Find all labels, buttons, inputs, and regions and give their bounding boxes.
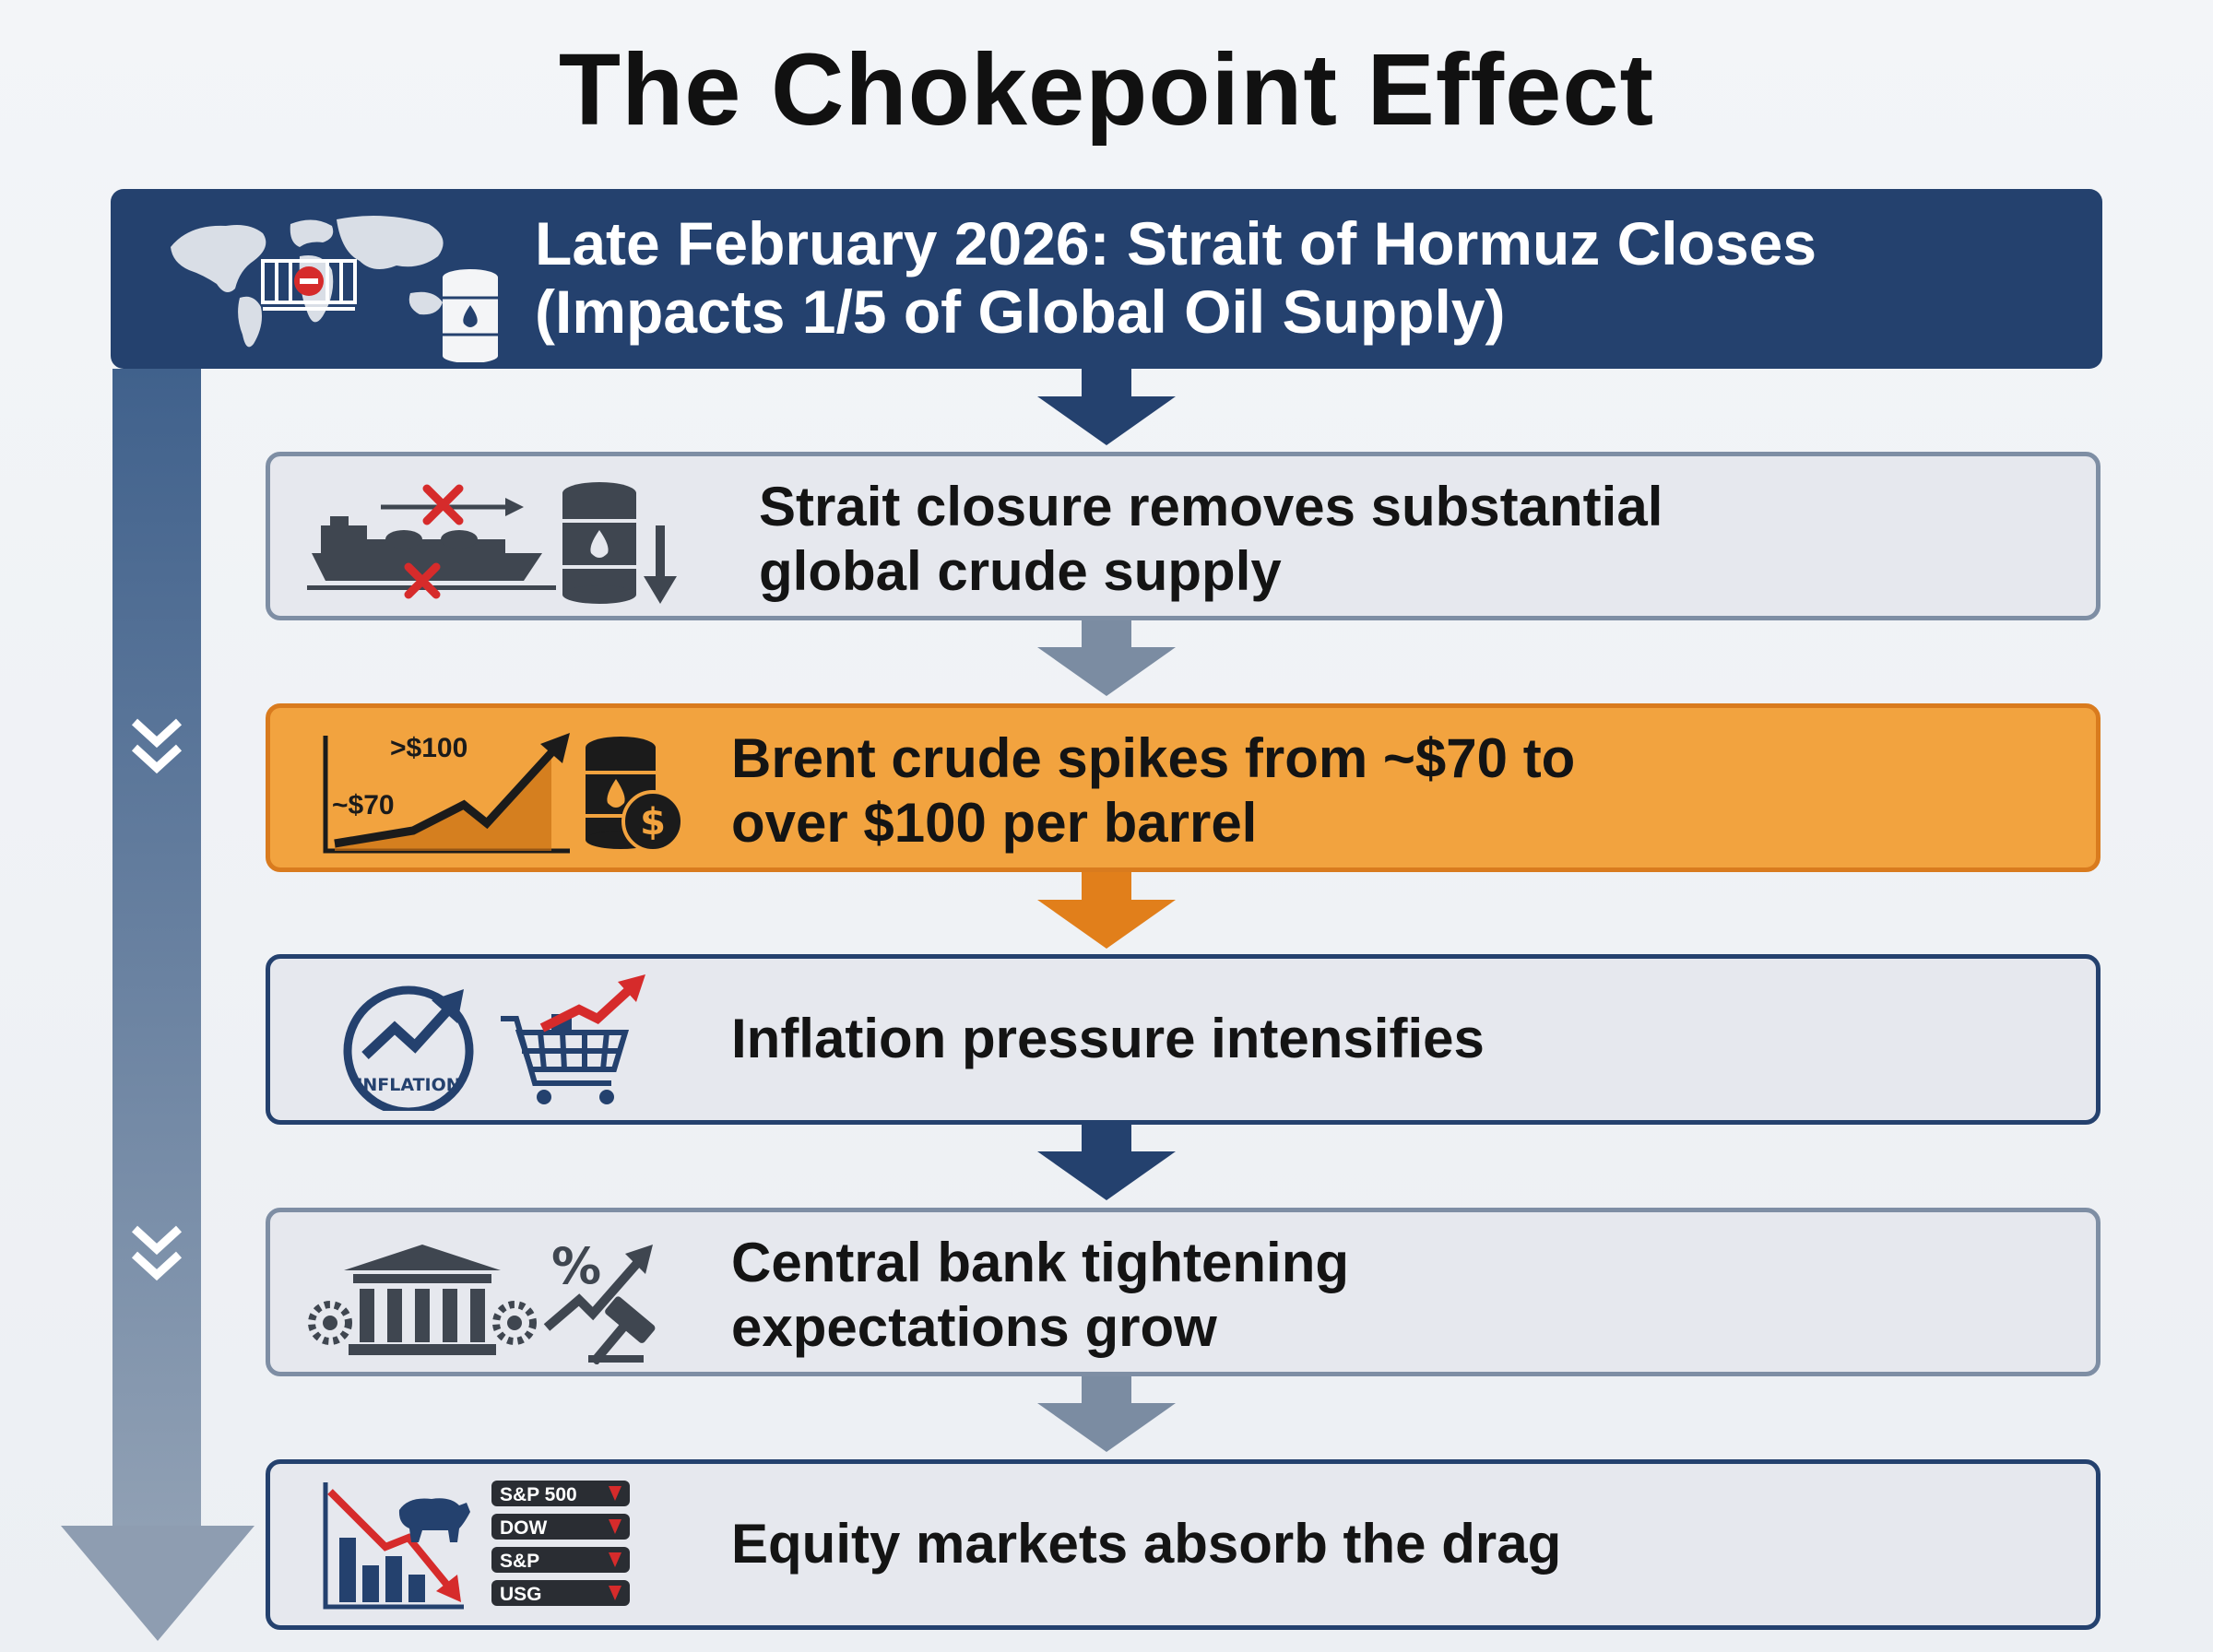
step-5-text: Equity markets absorb the drag — [731, 1512, 2022, 1576]
ticker-sp: S&P — [500, 1551, 539, 1572]
step-3-line-1: Inflation pressure intensifies — [731, 1008, 1485, 1069]
header-line-1: Late February 2026: Strait of Hormuz Clo… — [535, 209, 1817, 277]
step-2-line-1: Brent crude spikes from ~$70 to — [731, 727, 1576, 789]
step-4-text: Central bank tightening expectations gro… — [731, 1231, 2022, 1360]
step-2-text: Brent crude spikes from ~$70 to over $10… — [731, 726, 2022, 856]
world-map-blocked-oil-icon — [171, 216, 498, 362]
timeline-side-bar — [112, 369, 201, 1530]
step-supply-removed: Strait closure removes substantial globa… — [266, 452, 2101, 620]
tanker-blocked-oil-barrel-down-icon — [307, 482, 677, 604]
inflation-badge: INFLATION — [356, 1075, 460, 1095]
arrow-down-icon — [1037, 1122, 1176, 1200]
step-1-line-1: Strait closure removes substantial — [759, 476, 1663, 537]
step-3-text: Inflation pressure intensifies — [731, 1007, 2022, 1071]
chart-label-low: ~$70 — [332, 790, 395, 820]
arrow-down-icon — [1037, 367, 1176, 445]
step-4-line-1: Central bank tightening — [731, 1232, 1350, 1293]
chart-label-high: >$100 — [390, 733, 467, 763]
arrow-down-icon — [1037, 1374, 1176, 1452]
step-central-bank: % Central bank tightening expectations g… — [266, 1208, 2101, 1376]
svg-text:$: $ — [640, 801, 666, 844]
step-equity-markets: S&P 500 DOW S&P USG Equity markets absor… — [266, 1459, 2101, 1630]
arrow-down-icon — [1037, 870, 1176, 949]
timeline-arrow-down-icon — [61, 1526, 254, 1641]
ticker-sp500: S&P 500 — [500, 1484, 577, 1505]
step-inflation: INFLATION Inflation pressure intensifies — [266, 954, 2101, 1125]
page-title: The Chokepoint Effect — [558, 33, 1655, 147]
step-4-line-2: expectations grow — [731, 1296, 1217, 1358]
header-event-box: Late February 2026: Strait of Hormuz Clo… — [111, 189, 2102, 369]
ticker-dow: DOW — [500, 1517, 548, 1539]
double-chevron-down-icon — [131, 718, 183, 774]
price-chart-oil-dollar-icon: >$100 ~$70 $ — [323, 733, 684, 854]
bear-market-tickers-icon: S&P 500 DOW S&P USG — [323, 1481, 630, 1610]
header-text: Late February 2026: Strait of Hormuz Clo… — [535, 209, 2056, 346]
header-line-2: (Impacts 1/5 of Global Oil Supply) — [535, 277, 1506, 346]
ticker-usg: USG — [500, 1584, 542, 1605]
arrow-down-icon — [1037, 618, 1176, 696]
step-1-line-2: global crude supply — [759, 540, 1282, 602]
percent-sign: % — [551, 1237, 601, 1295]
double-chevron-down-icon — [131, 1225, 183, 1281]
step-1-text: Strait closure removes substantial globa… — [759, 475, 2050, 604]
bank-gavel-rate-icon: % — [308, 1237, 656, 1364]
step-5-line-1: Equity markets absorb the drag — [731, 1513, 1562, 1575]
step-brent-spike: >$100 ~$70 $ Brent crude spikes from ~$7… — [266, 703, 2101, 872]
inflation-cart-icon: INFLATION — [343, 974, 645, 1111]
step-2-line-2: over $100 per barrel — [731, 792, 1258, 854]
